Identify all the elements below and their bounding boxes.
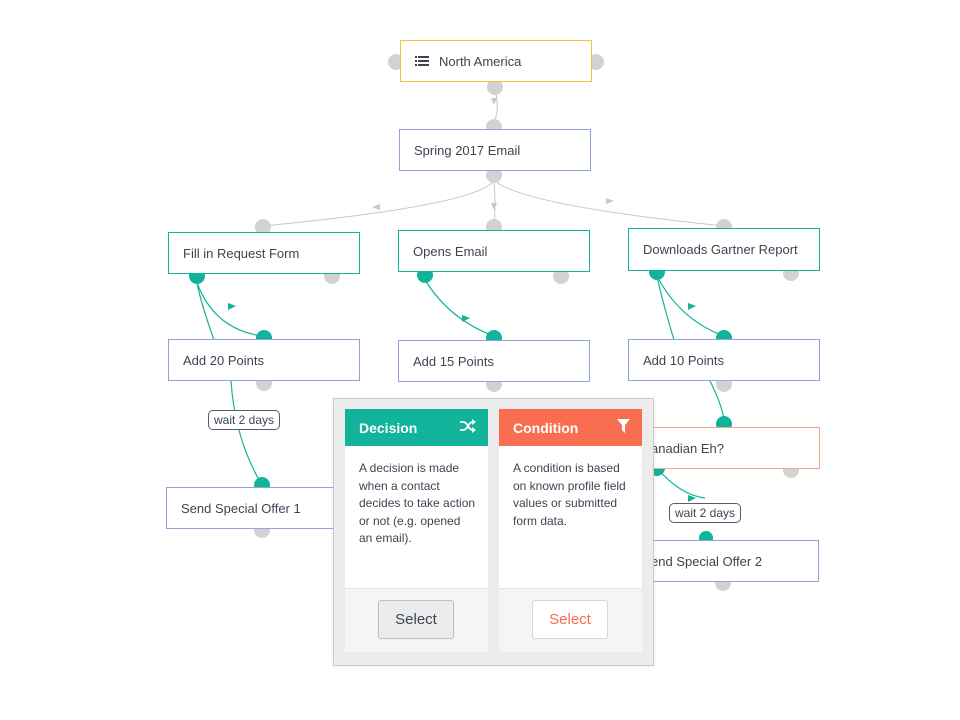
decision-node-downloads-report[interactable]: Downloads Gartner Report — [628, 228, 820, 271]
wire-email-fill — [262, 179, 495, 227]
node-label: North America — [439, 53, 522, 69]
condition-select-button[interactable]: Select — [532, 600, 608, 639]
condition-card-header: Condition — [499, 409, 642, 446]
action-node-add-15[interactable]: Add 15 Points — [398, 340, 590, 382]
wire-downloads-add10 — [656, 275, 725, 337]
node-label: Opens Email — [413, 243, 488, 259]
node-label: Downloads Gartner Report — [643, 242, 798, 257]
node-label: Fill in Request Form — [183, 245, 300, 261]
wait-label[interactable]: wait 2 days — [669, 503, 742, 523]
decision-node-fill-form[interactable]: Fill in Request Form — [168, 232, 360, 274]
source-node-north-america[interactable]: North America — [400, 40, 592, 82]
shuffle-icon — [460, 419, 476, 436]
wire-downloads-add10-alt — [656, 275, 675, 341]
node-label: Add 20 Points — [183, 352, 264, 368]
decision-title: Decision — [359, 419, 418, 436]
wire-fill-add20-alt — [196, 282, 215, 341]
wire-canadian-wait — [656, 467, 706, 499]
node-label: end Special Offer 2 — [651, 553, 763, 569]
node-label: Spring 2017 Email — [414, 142, 521, 158]
node-label: anadian Eh? — [651, 440, 725, 456]
decision-card: Decision A decision is made when a conta… — [345, 409, 488, 652]
action-node-add-10[interactable]: Add 10 Points — [628, 339, 820, 381]
decision-card-footer: Select — [345, 588, 488, 652]
node-label: Send Special Offer 1 — [181, 500, 301, 516]
wait-label[interactable]: wait 2 days — [208, 410, 281, 430]
condition-card: Condition A condition is based on known … — [499, 409, 642, 652]
decision-select-button[interactable]: Select — [378, 600, 454, 639]
list-icon — [415, 55, 429, 67]
wire-fill-add20 — [196, 282, 264, 337]
action-node-add-20[interactable]: Add 20 Points — [168, 339, 360, 381]
wire-email-downloads — [493, 179, 725, 227]
decision-description: A decision is made when a contact decide… — [359, 461, 476, 545]
filter-icon — [617, 419, 630, 436]
wire-add20-send1 — [230, 380, 263, 486]
action-node-spring-email[interactable]: Spring 2017 Email — [399, 129, 591, 171]
event-type-popup: Decision A decision is made when a conta… — [333, 398, 654, 666]
action-node-send-offer-1[interactable]: Send Special Offer 1 — [166, 487, 358, 529]
action-node-send-offer-2[interactable]: end Special Offer 2 — [636, 540, 819, 582]
decision-node-opens-email[interactable]: Opens Email — [398, 230, 590, 272]
wire-opens-add15 — [424, 279, 495, 337]
condition-node-canadian[interactable]: anadian Eh? — [636, 427, 820, 469]
condition-title: Condition — [513, 419, 579, 436]
decision-card-header: Decision — [345, 409, 488, 446]
condition-description: A condition is based on known profile fi… — [513, 461, 626, 528]
condition-card-footer: Select — [499, 588, 642, 652]
node-label: Add 10 Points — [643, 352, 724, 368]
node-label: Add 15 Points — [413, 353, 494, 369]
